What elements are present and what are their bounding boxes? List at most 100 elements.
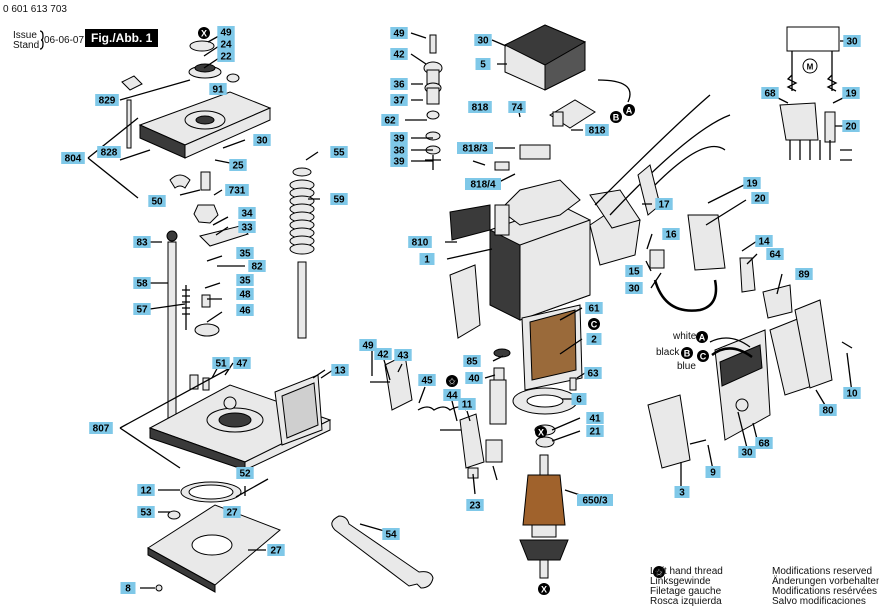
svg-text:21: 21 <box>589 427 601 438</box>
svg-text:15: 15 <box>628 267 640 278</box>
callout-52: 52 <box>236 467 254 480</box>
callout-1: 1 <box>419 253 435 266</box>
callout-48: 48 <box>236 288 254 301</box>
svg-text:44: 44 <box>446 391 458 402</box>
svg-text:63: 63 <box>587 369 599 380</box>
switch-assembly <box>472 99 596 171</box>
svg-text:20: 20 <box>845 122 857 133</box>
svg-text:24: 24 <box>220 40 232 51</box>
callout-5: 5 <box>475 58 491 71</box>
callout-42: 42 <box>390 48 408 61</box>
svg-text:22: 22 <box>220 52 232 63</box>
wire-label-black: black <box>656 347 680 358</box>
callout-27: 27 <box>267 544 285 557</box>
svg-text:43: 43 <box>397 351 409 362</box>
svg-text:50: 50 <box>151 197 163 208</box>
svg-text:X: X <box>538 428 544 438</box>
svg-text:42: 42 <box>377 350 389 361</box>
callout-24: 24 <box>217 38 235 51</box>
svg-text:X: X <box>201 29 207 39</box>
legend-modifications: Modifications reserved Änderungen vorbeh… <box>772 567 879 607</box>
callout-68: 68 <box>755 437 773 450</box>
svg-text:818: 818 <box>472 103 489 114</box>
svg-text:A: A <box>626 106 633 116</box>
callout-82: 82 <box>248 260 266 273</box>
svg-text:57: 57 <box>136 305 148 316</box>
callout-829: 829 <box>95 94 119 107</box>
legend-mod-fr: Modifications resérvées <box>772 586 878 597</box>
callout-22: 22 <box>217 50 235 63</box>
svg-text:810: 810 <box>412 238 429 249</box>
svg-text:59: 59 <box>333 195 345 206</box>
svg-text:74: 74 <box>511 103 523 114</box>
callout-21: 21 <box>586 425 604 438</box>
svg-text:828: 828 <box>101 148 118 159</box>
marker-c-mid: C <box>588 318 600 330</box>
callout-2: 2 <box>586 333 602 346</box>
svg-text:✩: ✩ <box>655 568 663 578</box>
marker-c-wire: C <box>697 350 709 362</box>
callout-44: 44 <box>443 389 461 402</box>
marker-x-top: X <box>198 27 210 39</box>
svg-text:731: 731 <box>229 186 246 197</box>
svg-text:85: 85 <box>466 357 478 368</box>
callout-35: 35 <box>236 274 254 287</box>
callout-8: 8 <box>120 582 136 595</box>
callout-62: 62 <box>381 114 399 127</box>
svg-text:49: 49 <box>362 341 374 352</box>
callout-39: 39 <box>390 132 408 145</box>
callout-38: 38 <box>390 144 408 157</box>
svg-text:61: 61 <box>588 304 600 315</box>
callout-49: 49 <box>390 27 408 40</box>
svg-text:38: 38 <box>393 146 405 157</box>
callout-807: 807 <box>89 422 113 435</box>
callout-37: 37 <box>390 94 408 107</box>
svg-text:818: 818 <box>589 126 606 137</box>
svg-text:47: 47 <box>236 359 248 370</box>
svg-text:1: 1 <box>424 255 430 266</box>
upper-cover-assembly <box>121 40 272 247</box>
svg-text:54: 54 <box>385 530 397 541</box>
svg-text:37: 37 <box>393 96 405 107</box>
wire-label-white: white <box>673 331 697 342</box>
svg-text:8: 8 <box>125 584 131 595</box>
svg-text:62: 62 <box>384 116 396 127</box>
svg-text:89: 89 <box>798 270 810 281</box>
svg-text:14: 14 <box>758 237 770 248</box>
callout-650-3: 650/3 <box>577 494 613 507</box>
callout-17: 17 <box>655 198 673 211</box>
callout-47: 47 <box>233 357 251 370</box>
svg-text:818/4: 818/4 <box>470 180 495 191</box>
stand-label: Stand <box>13 40 40 51</box>
callout-41: 41 <box>586 412 604 425</box>
callout-20: 20 <box>751 192 769 205</box>
svg-text:13: 13 <box>334 366 346 377</box>
callout-30: 30 <box>253 134 271 147</box>
svg-text:27: 27 <box>226 508 238 519</box>
legend-left-hand-thread: Left hand thread Linksgewinde Filetage g… <box>650 567 723 607</box>
svg-text:807: 807 <box>93 424 110 435</box>
svg-text:X: X <box>541 585 547 595</box>
marker-x-bottom: X <box>538 583 550 595</box>
svg-text:C: C <box>591 320 598 330</box>
callout-64: 64 <box>766 248 784 261</box>
legend-thread-en: Left hand thread <box>650 566 723 577</box>
svg-text:49: 49 <box>393 29 405 40</box>
marker-a-wire: A <box>696 331 708 343</box>
svg-text:55: 55 <box>333 148 345 159</box>
svg-text:68: 68 <box>764 89 776 100</box>
svg-text:829: 829 <box>99 96 116 107</box>
callout-42: 42 <box>374 348 392 361</box>
callout-27: 27 <box>223 506 241 519</box>
callout-55: 55 <box>330 146 348 159</box>
callout-83: 83 <box>133 236 151 249</box>
svg-text:35: 35 <box>239 276 251 287</box>
armature <box>519 454 569 579</box>
callout-74: 74 <box>508 101 526 114</box>
svg-text:A: A <box>699 333 706 343</box>
callout-818: 818 <box>585 124 609 137</box>
svg-text:33: 33 <box>241 223 253 234</box>
router-base-assembly <box>148 374 332 503</box>
svg-text:B: B <box>684 349 691 359</box>
